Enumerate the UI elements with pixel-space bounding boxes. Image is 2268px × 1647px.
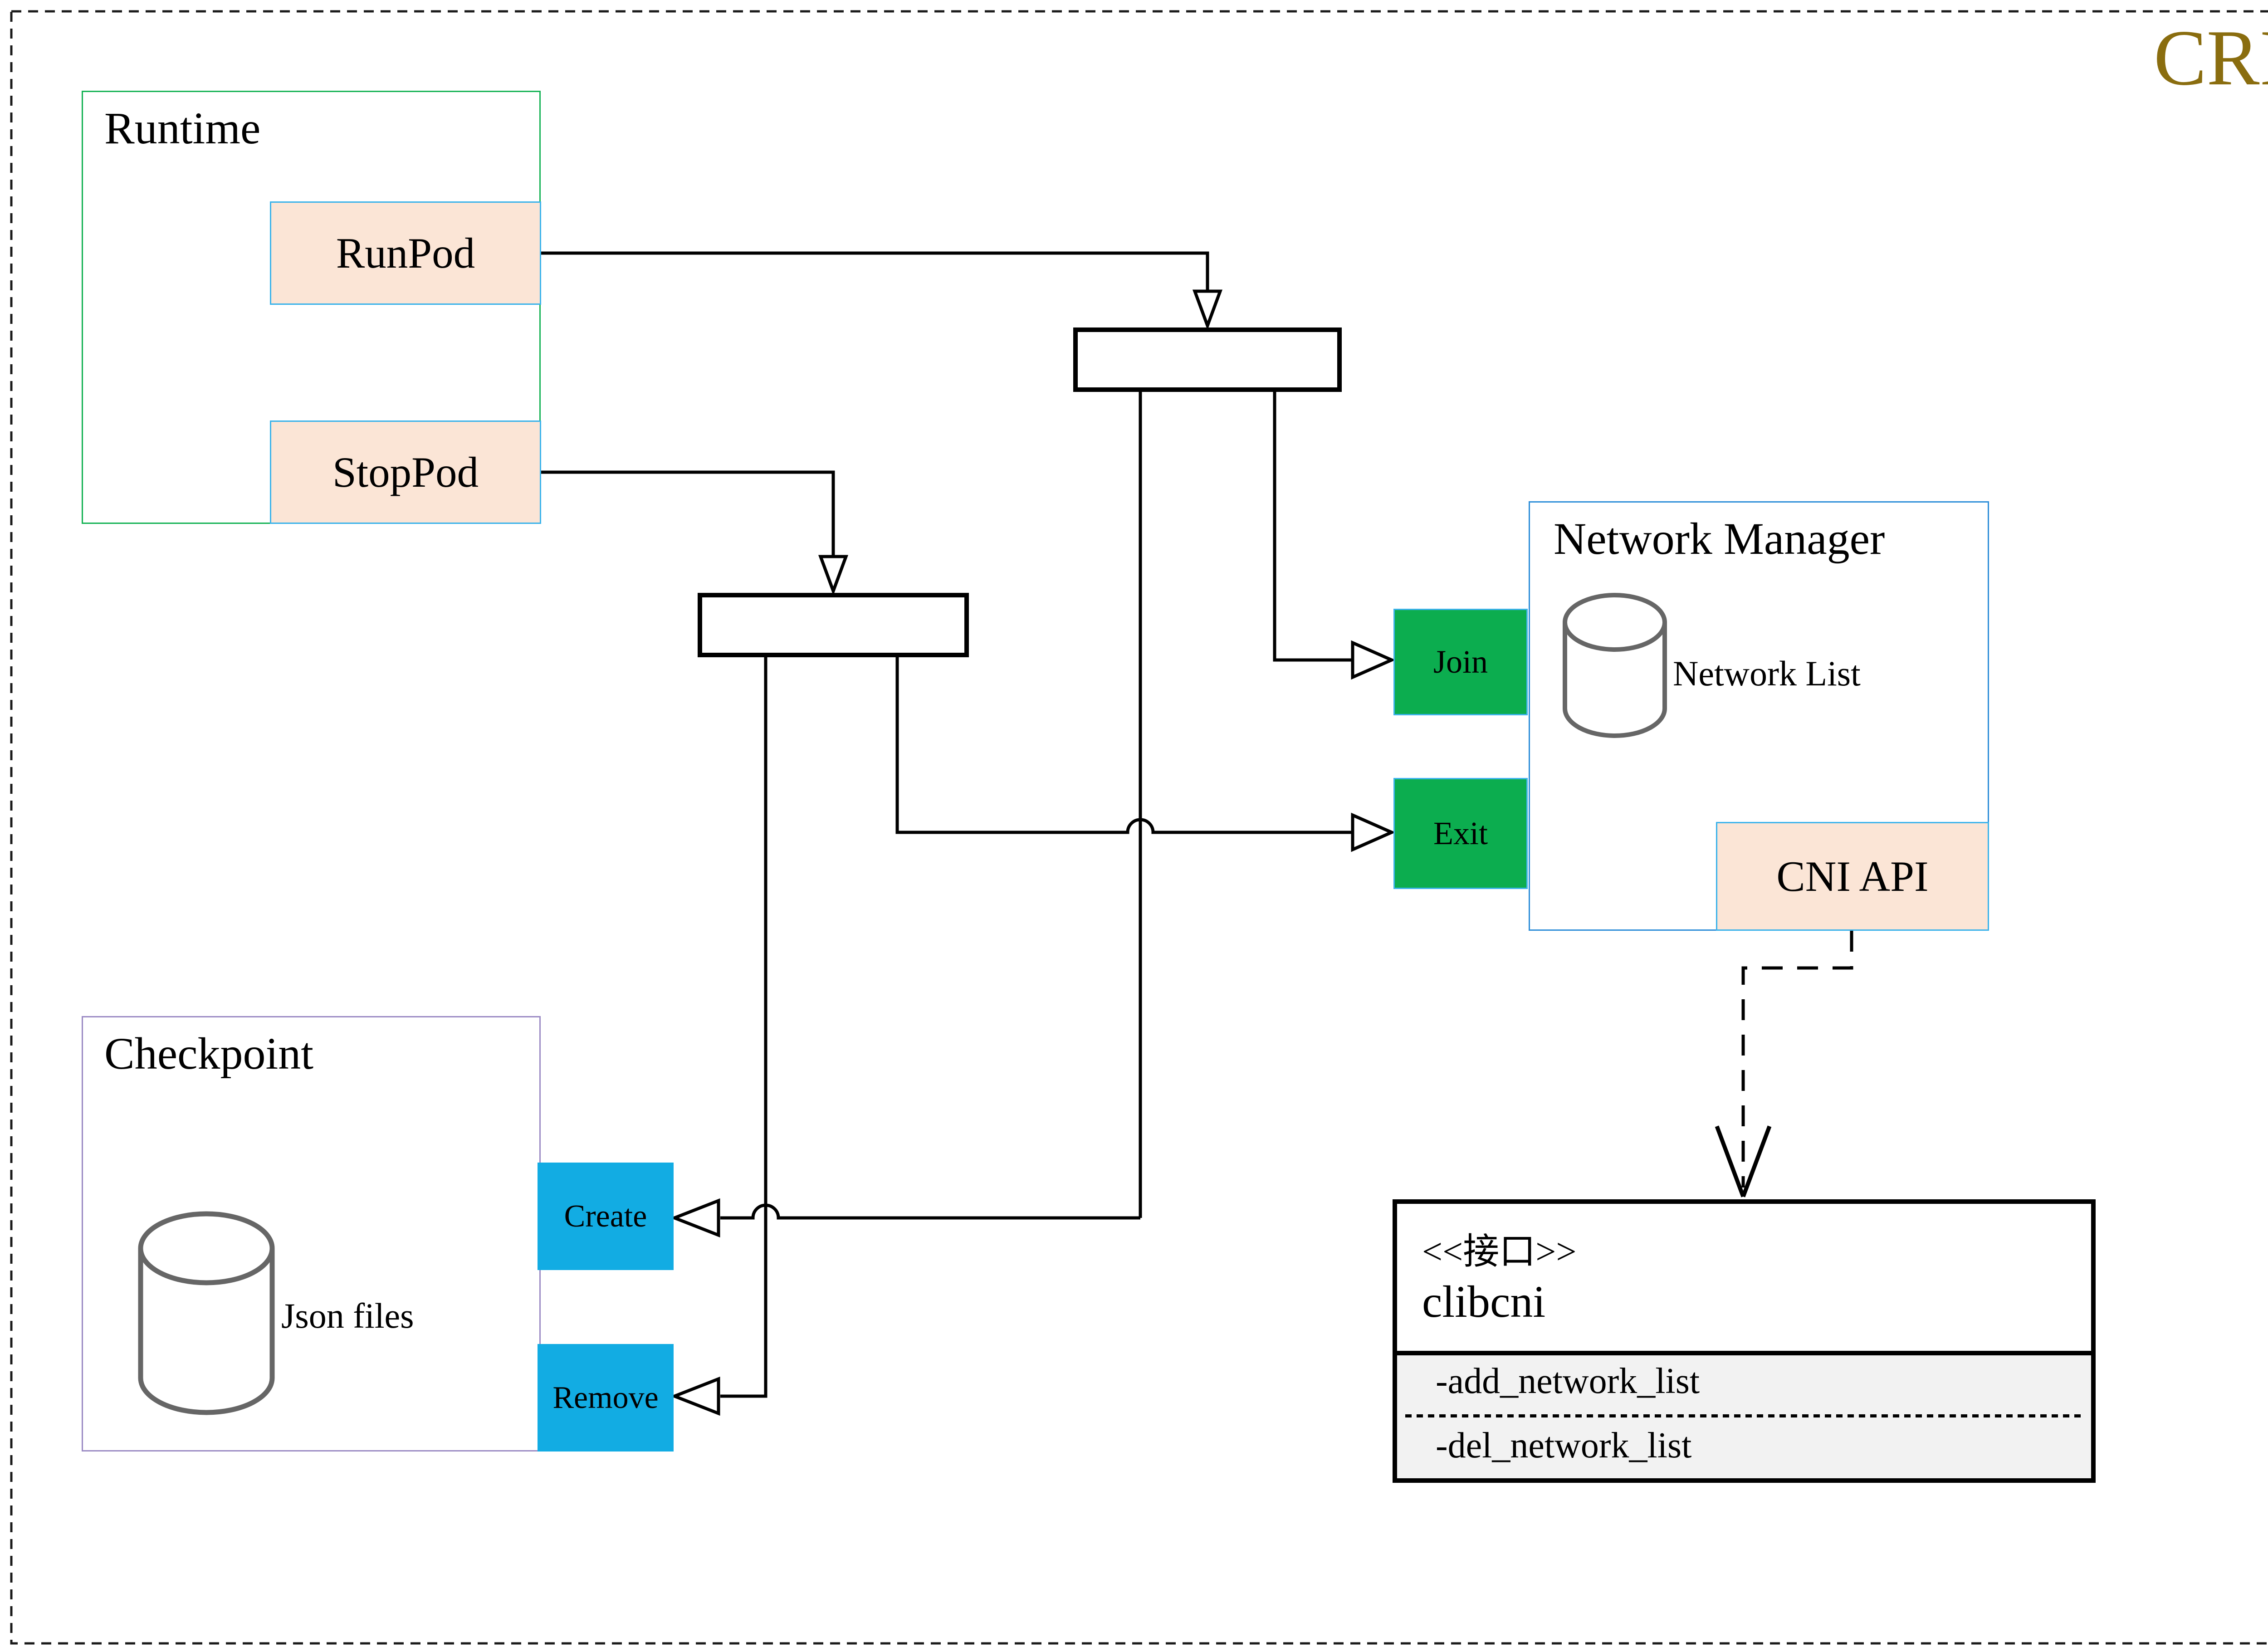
arrow-process1-to-create <box>720 392 1142 1220</box>
arrow-process2-to-exit <box>895 657 1352 834</box>
runpod-label: RunPod <box>336 229 475 277</box>
process-box-2 <box>698 593 969 657</box>
arrowhead-remove-icon <box>670 1376 720 1416</box>
cni-api-label: CNI API <box>1776 852 1929 900</box>
arrowhead-join-icon <box>1351 640 1396 680</box>
arrow-runpod-to-process1 <box>541 251 1209 290</box>
arrow-process2-to-remove <box>720 657 767 1398</box>
network-manager-title: Network Manager <box>1554 513 1885 564</box>
join-label: Join <box>1433 644 1488 680</box>
clibcni-method-divider <box>1405 1414 2083 1417</box>
arrowhead-process1-icon <box>1192 289 1223 331</box>
clibcni-method-del: -del_network_list <box>1436 1426 1692 1466</box>
clibcni-stereotype: <<接口>> <box>1422 1232 1577 1272</box>
remove-box: Remove <box>538 1344 674 1452</box>
arrowhead-exit-icon <box>1351 812 1396 852</box>
stoppod-label: StopPod <box>332 448 479 496</box>
open-arrowhead-clibcni-icon <box>1715 1125 1772 1197</box>
arrow-process1-to-join <box>1273 392 1352 662</box>
join-box: Join <box>1393 609 1528 715</box>
exit-label: Exit <box>1433 815 1488 851</box>
cni-api-box: CNI API <box>1716 822 1989 931</box>
clibcni-method-add: -add_network_list <box>1436 1361 1700 1401</box>
network-list-label: Network List <box>1673 654 1861 693</box>
checkpoint-container <box>82 1016 541 1452</box>
runtime-title: Runtime <box>104 103 261 153</box>
process-box-1 <box>1073 327 1342 392</box>
arrowhead-create-icon <box>670 1198 720 1238</box>
page-title: CRI <box>2154 14 2268 102</box>
create-label: Create <box>564 1198 647 1234</box>
create-box: Create <box>538 1163 674 1270</box>
clibcni-name: clibcni <box>1422 1276 1546 1327</box>
remove-label: Remove <box>552 1380 659 1415</box>
arrowhead-process2-icon <box>818 555 849 596</box>
dashed-arrow-cniapi-to-clibcni <box>1741 931 1853 1188</box>
checkpoint-title: Checkpoint <box>104 1028 314 1079</box>
stoppod-box: StopPod <box>270 420 541 524</box>
runpod-box: RunPod <box>270 201 541 305</box>
json-files-label: Json files <box>281 1296 414 1335</box>
exit-box: Exit <box>1393 778 1528 889</box>
arrow-stoppod-to-process2 <box>541 470 835 556</box>
